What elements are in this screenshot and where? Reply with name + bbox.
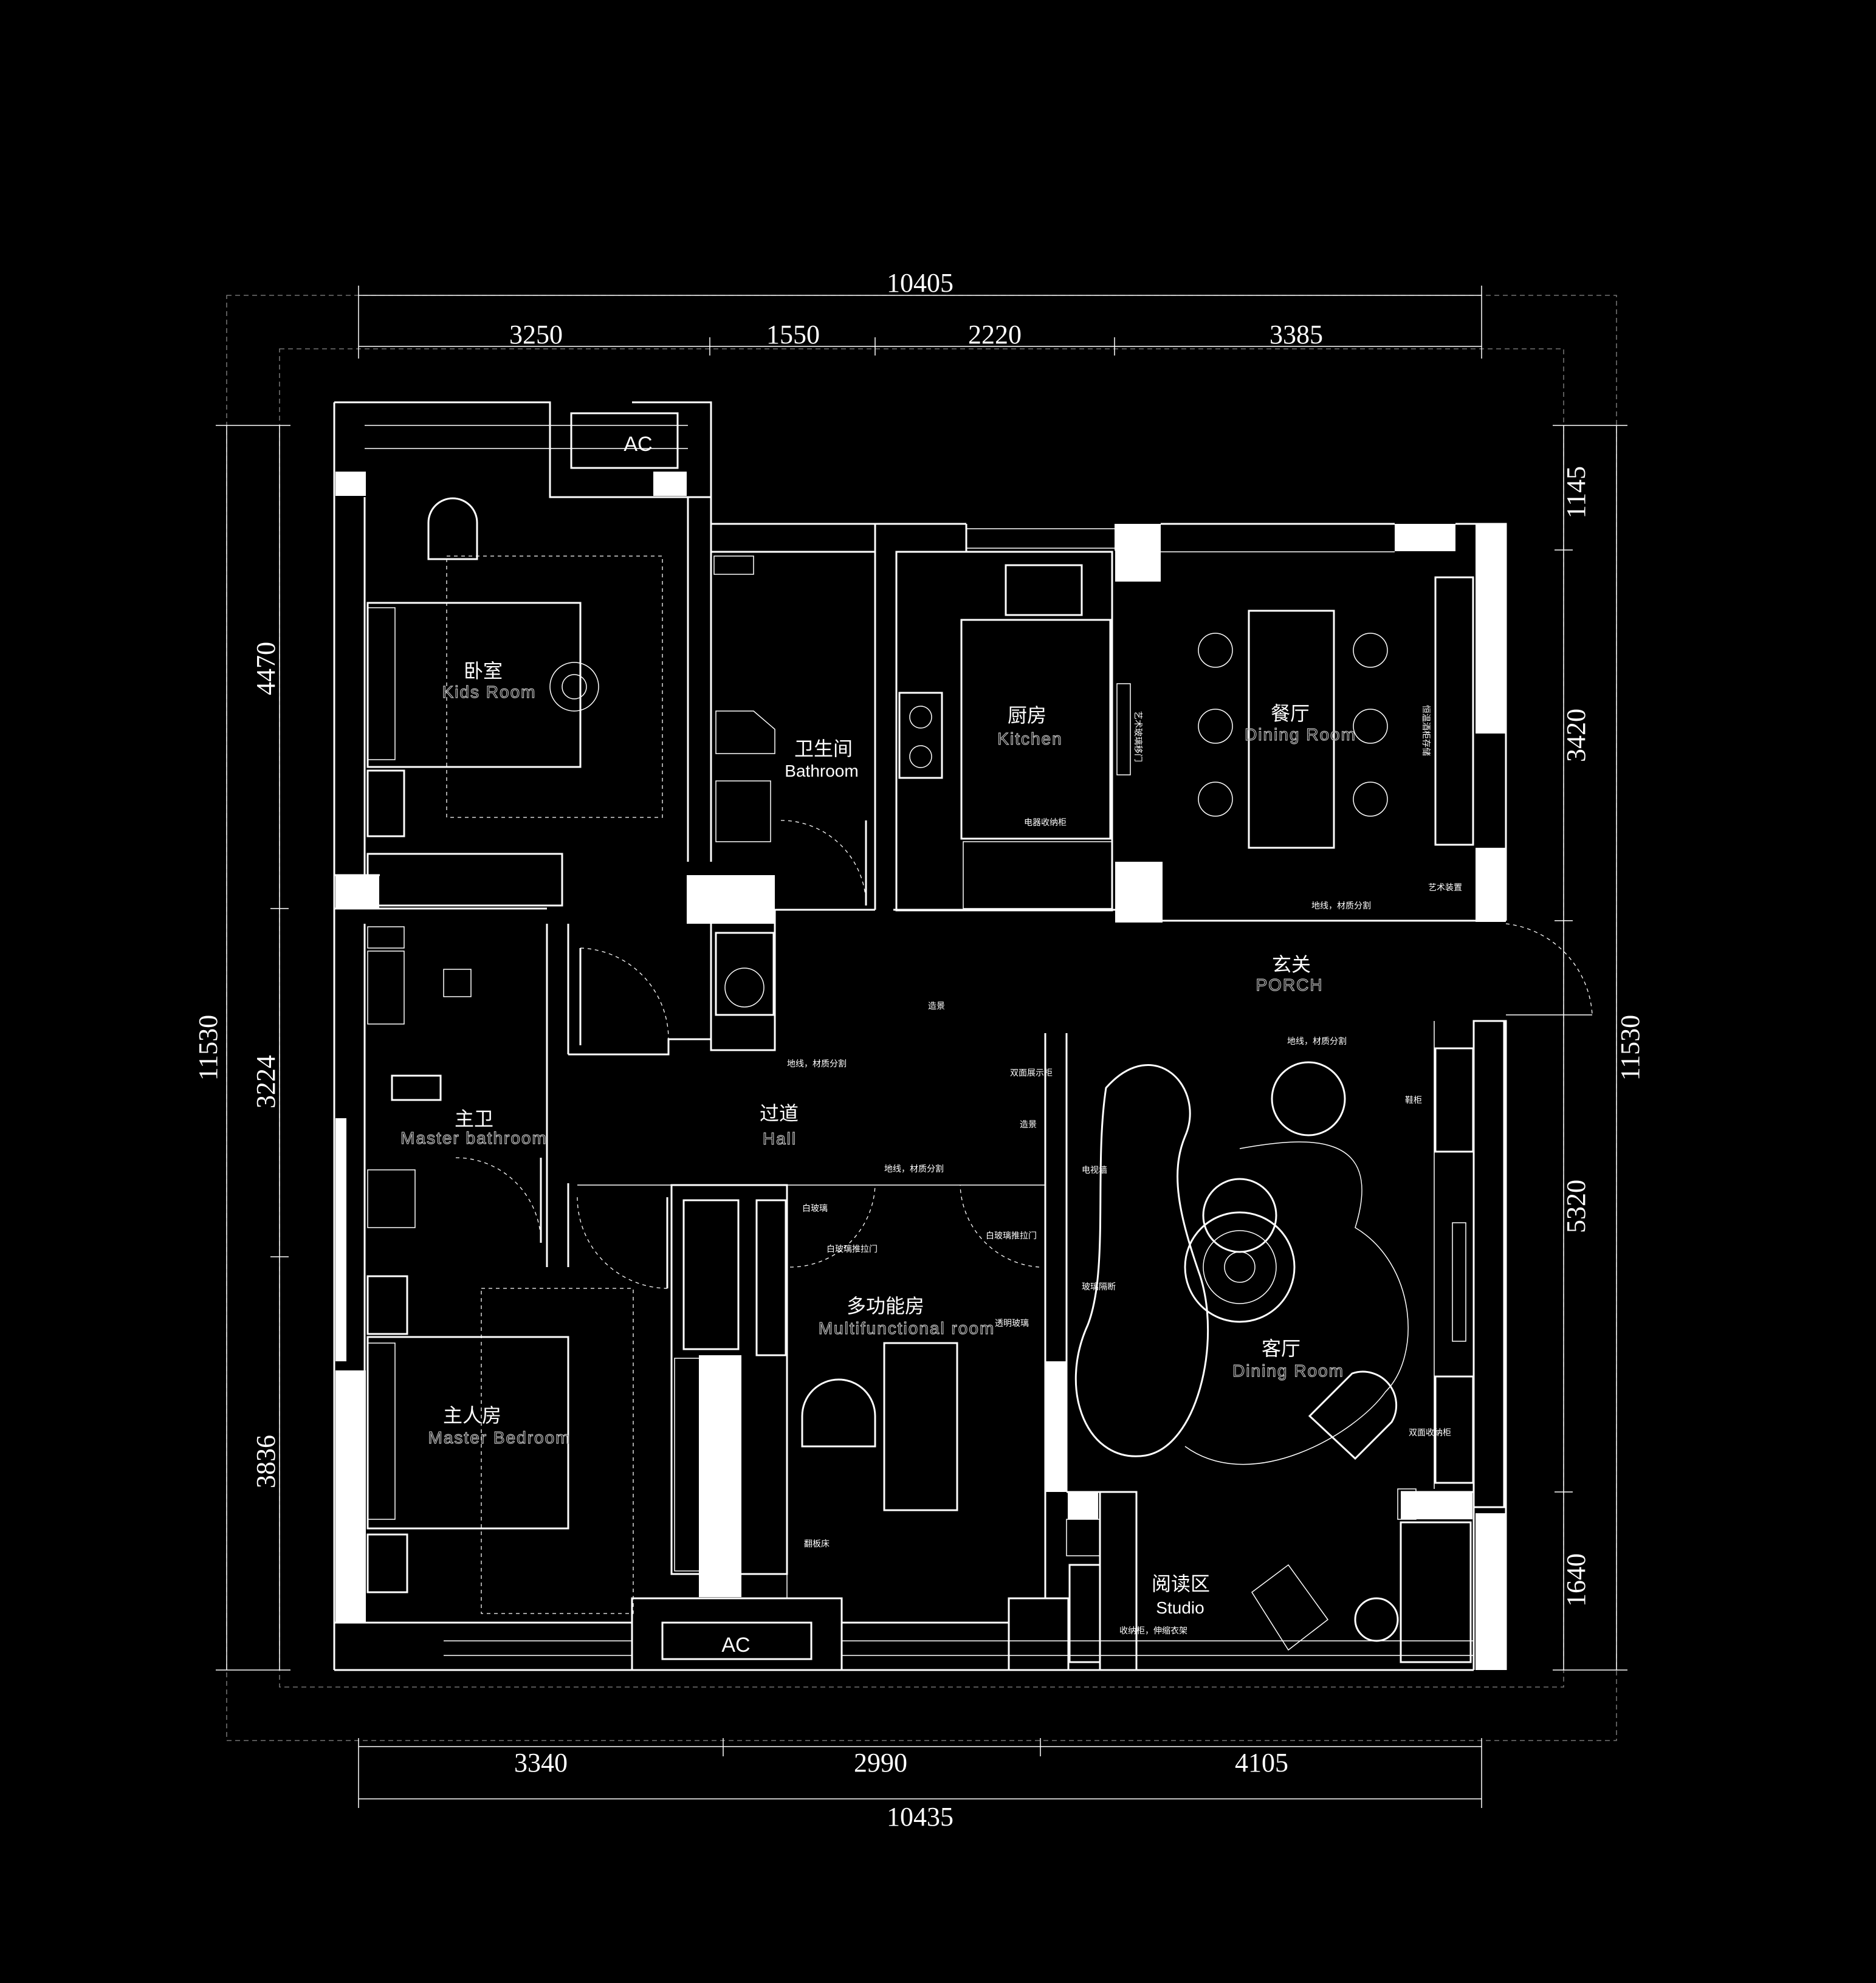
right-total-dim: 11530 — [1615, 1015, 1645, 1081]
porch-label-cn: 玄关 — [1272, 953, 1311, 976]
note-glass-c: 白玻璃推拉门 — [986, 1231, 1037, 1241]
multi-room-label-en: Multifunctional room — [819, 1319, 995, 1338]
note-art-glass-door: 艺术玻璃移门 — [1133, 711, 1143, 762]
furniture — [366, 497, 1474, 1663]
multi-room-label-cn: 多功能房 — [847, 1294, 924, 1318]
left-dim-1: 4470 — [251, 642, 281, 695]
porch-label-en: PORCH — [1256, 975, 1323, 994]
bottom-dimensions: 3340 2990 4105 10435 — [358, 1738, 1482, 1832]
note-scenery: 造景 — [928, 1002, 945, 1011]
kids-room-label-cn: 卧室 — [464, 659, 503, 682]
bathroom-label-cn: 卫生间 — [794, 737, 853, 760]
bottom-dim-1: 3340 — [514, 1748, 568, 1778]
note-floor-line-2: 地线，材质分割 — [1287, 1036, 1347, 1046]
dining-label-en: Dining Room — [1245, 725, 1356, 744]
walls: AC — [333, 401, 1507, 1671]
note-display-cabinet: 双面展示柜 — [1010, 1068, 1053, 1078]
doors — [455, 820, 1593, 1289]
right-dim-3: 5320 — [1561, 1180, 1591, 1233]
hall-label-en: Hall — [763, 1129, 797, 1148]
bottom-dim-3: 4105 — [1235, 1748, 1288, 1778]
living-label-cn: 客厅 — [1262, 1337, 1300, 1360]
note-cabinet-b: 双面收纳柜 — [1409, 1428, 1451, 1438]
note-storage: 收纳柜，伸缩衣架 — [1119, 1626, 1187, 1636]
right-dimensions: 1145 3420 5320 1640 11530 — [1553, 425, 1645, 1671]
dining-label-cn: 餐厅 — [1271, 702, 1310, 725]
ac-label-bottom: AC — [721, 1634, 750, 1657]
right-dim-2: 3420 — [1561, 709, 1591, 762]
note-floor-line-1: 地线，材质分割 — [1311, 901, 1371, 911]
bottom-total-dim: 10435 — [887, 1802, 953, 1832]
note-appliance-cabinet: 电器收纳柜 — [1024, 818, 1067, 828]
note-wine-cabinet: 恒温酒柜存储 — [1421, 705, 1431, 756]
top-dim-4: 3385 — [1270, 320, 1323, 349]
master-bed-label-cn: 主人房 — [443, 1404, 501, 1427]
kitchen-label-en: Kitchen — [997, 729, 1062, 748]
right-dim-4: 1640 — [1561, 1553, 1591, 1607]
kids-room-label-en: Kids Room — [442, 682, 537, 701]
note-shoe-cabinet: 鞋柜 — [1405, 1096, 1422, 1105]
bottom-dim-2: 2990 — [854, 1748, 907, 1778]
note-glass-a: 白玻璃 — [802, 1203, 828, 1214]
top-dim-3: 2220 — [968, 320, 1022, 349]
kitchen-label-cn: 厨房 — [1008, 704, 1046, 727]
top-dim-1: 3250 — [509, 320, 563, 349]
master-bath-label-cn: 主卫 — [455, 1107, 493, 1130]
note-curtain: 玻璃隔断 — [1082, 1282, 1116, 1292]
studio-label-cn: 阅读区 — [1152, 1572, 1210, 1595]
left-dimensions: 4470 3224 3836 11530 — [193, 425, 290, 1671]
bathroom-label-en: Bathroom — [785, 761, 858, 780]
note-tv-wall: 电视墙 — [1082, 1166, 1107, 1175]
master-bath-label-en: Master bathroom — [400, 1129, 548, 1147]
note-fold-bed: 翻板床 — [804, 1539, 830, 1549]
note-floor-line-3: 地线，材质分割 — [787, 1059, 847, 1069]
note-glass-clear: 透明玻璃 — [995, 1318, 1029, 1328]
left-total-dim: 11530 — [193, 1015, 223, 1081]
hall-label-cn: 过道 — [760, 1102, 799, 1125]
annotation-notes: 地线，材质分割 地线，材质分割 地线，材质分割 地线，材质分割 艺术装置 电器收… — [787, 705, 1462, 1636]
living-label-en: Dining Room — [1232, 1361, 1344, 1380]
right-dim-1: 1145 — [1561, 466, 1591, 518]
note-floor-line-4: 地线，材质分割 — [884, 1164, 944, 1174]
studio-label-en: Studio — [1156, 1598, 1204, 1617]
master-bed-label-en: Master Bedroom — [428, 1428, 571, 1447]
top-dimensions: 10405 3250 1550 2220 3385 — [358, 268, 1482, 359]
top-dim-2: 1550 — [766, 320, 820, 349]
left-dim-2: 3224 — [251, 1055, 281, 1108]
room-labels: 卧室 Kids Room 卫生间 Bathroom 厨房 Kitchen 餐厅 … — [400, 659, 1356, 1617]
note-glass-b: 白玻璃推拉门 — [826, 1244, 878, 1254]
note-scenery2: 造景 — [1020, 1120, 1037, 1130]
ac-label-top: AC — [624, 433, 652, 456]
top-total-dim: 10405 — [887, 268, 953, 298]
note-art-niche: 艺术装置 — [1428, 883, 1462, 893]
left-dim-3: 3836 — [251, 1435, 281, 1488]
